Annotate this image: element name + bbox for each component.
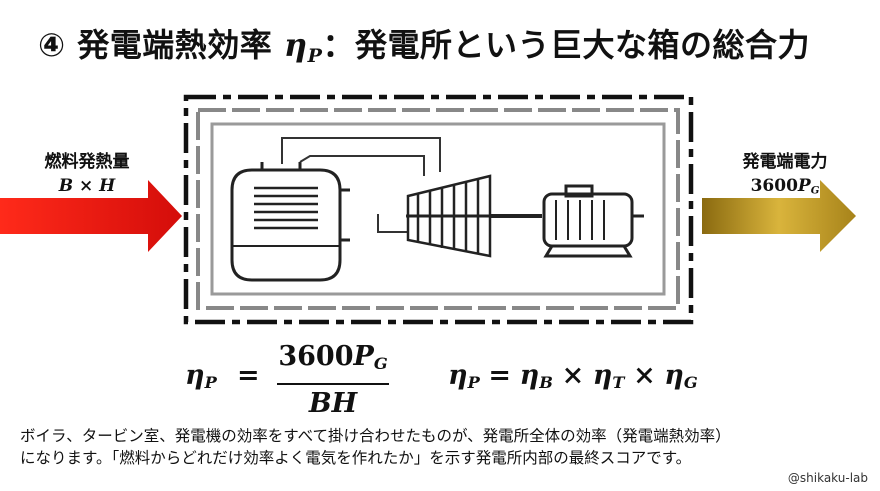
power-output-arrow bbox=[702, 180, 856, 252]
generator-icon bbox=[542, 184, 644, 258]
formula-numerator: 3600PG bbox=[278, 341, 388, 374]
plant-boundary-outer bbox=[183, 94, 694, 325]
plant-boundary-inner bbox=[196, 108, 680, 310]
fraction-bar bbox=[277, 383, 389, 386]
power-output-formula: 3600PG bbox=[750, 176, 820, 197]
page-title: ④ 発電端熱効率 ηP：発電所という巨大な箱の総合力 bbox=[38, 26, 810, 67]
efficiency-formula-product: ηP = ηB × ηT × ηG bbox=[448, 360, 698, 393]
turbine-icon bbox=[406, 174, 494, 258]
fuel-input-label: 燃料発熱量 B × H bbox=[12, 150, 162, 198]
fuel-input-arrow bbox=[0, 180, 182, 252]
power-output-label: 発電端電力 3600PG bbox=[700, 150, 870, 203]
description-text: ボイラ、タービン室、発電機の効率をすべて掛け合わせたものが、発電所全体の効率（発… bbox=[20, 427, 731, 467]
formula-lhs: ηP bbox=[185, 360, 217, 393]
credit: @shikaku-lab bbox=[787, 471, 868, 485]
fuel-input-formula: B × H bbox=[58, 176, 116, 196]
boiler-icon bbox=[230, 162, 350, 282]
plant-boundary-core bbox=[210, 122, 666, 296]
steam-pipe bbox=[281, 137, 441, 233]
formula-equals: = bbox=[237, 360, 260, 391]
formula-denominator: BH bbox=[308, 388, 358, 420]
formula-fraction: 3600PG BH bbox=[277, 340, 389, 421]
